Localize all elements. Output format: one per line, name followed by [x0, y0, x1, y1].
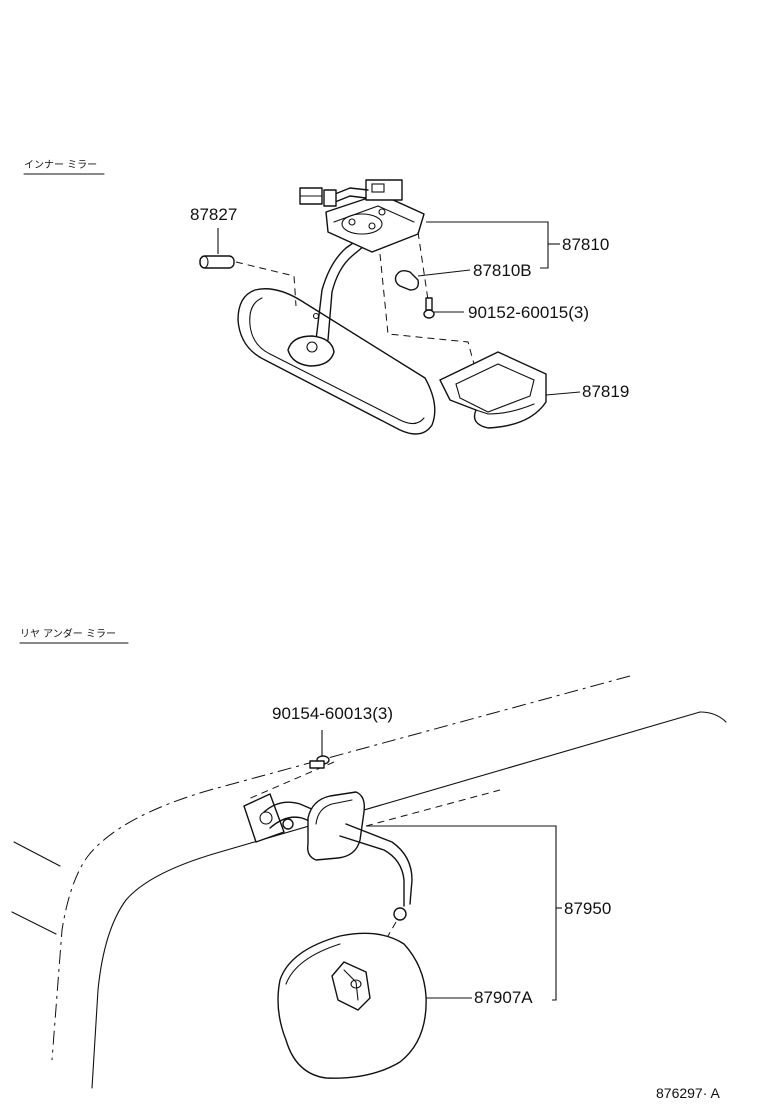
bulb-87810B-illustration [394, 269, 471, 291]
lens-cover-87819-illustration [439, 351, 581, 429]
label-87827: 87827 [190, 205, 237, 224]
label-87950: 87950 [564, 899, 611, 918]
map-lamp-base-illustration [299, 179, 425, 253]
section-title-inner-mirror: インナー ミラー [24, 159, 97, 171]
pin-87827-illustration [199, 228, 297, 307]
mirror-arm-87950-illustration [243, 791, 413, 973]
label-90154-60013: 90154-60013(3) [272, 704, 393, 723]
inner-mirror-section: インナー ミラー [23, 159, 629, 435]
mirror-head-87907A-illustration [277, 932, 427, 1079]
label-87810B: 87810B [473, 261, 532, 280]
rear-under-mirror-section: リヤ アンダー ミラー [11, 627, 727, 1089]
screw-90154-illustration [309, 730, 330, 769]
inner-mirror-body-illustration [237, 237, 436, 435]
label-87810: 87810 [562, 235, 609, 254]
label-87819: 87819 [582, 382, 629, 401]
screw-90152-illustration [423, 297, 464, 319]
diagram-reference-code: 876297· A [656, 1085, 720, 1101]
label-90152-60015: 90152-60015(3) [468, 303, 589, 322]
section-title-rear-under-mirror: リヤ アンダー ミラー [20, 627, 116, 640]
label-87907A: 87907A [474, 988, 533, 1007]
